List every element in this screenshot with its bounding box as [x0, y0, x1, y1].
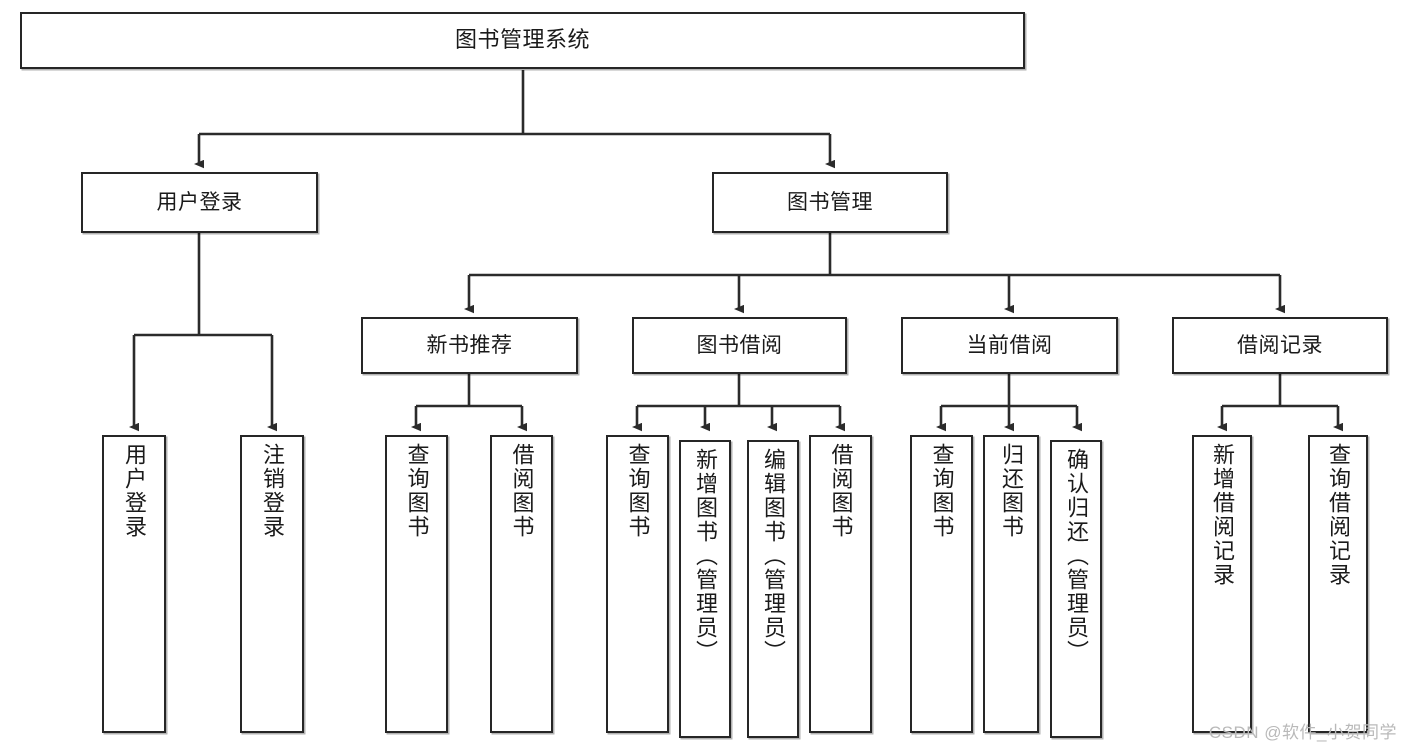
leaf-confirm-return-admin[interactable]: 确认归还（管理员）: [1050, 440, 1102, 738]
node-label: 借阅图书: [828, 443, 854, 539]
node-current-borrow[interactable]: 当前借阅: [901, 317, 1118, 374]
node-book-management[interactable]: 图书管理: [712, 172, 948, 233]
leaf-query-book-recommend[interactable]: 查询图书: [385, 435, 448, 733]
node-label: 借阅图书: [509, 443, 535, 539]
node-label: 归还图书: [999, 443, 1024, 539]
leaf-borrow-book-recommend[interactable]: 借阅图书: [490, 435, 553, 733]
node-label: 查询图书: [929, 443, 955, 539]
leaf-user-login[interactable]: 用户登录: [102, 435, 166, 733]
leaf-query-book-borrow[interactable]: 查询图书: [606, 435, 669, 733]
node-label: 注销登录: [260, 443, 285, 539]
node-book-borrow[interactable]: 图书借阅: [632, 317, 847, 374]
node-root-system[interactable]: 图书管理系统: [20, 12, 1025, 69]
node-label: 新书推荐: [426, 333, 513, 357]
node-label: 图书借阅: [696, 333, 783, 357]
leaf-borrow-book[interactable]: 借阅图书: [809, 435, 872, 733]
node-label: 确认归还（管理员）: [1064, 448, 1089, 664]
node-label: 图书管理: [787, 190, 873, 214]
node-label: 查询借阅记录: [1326, 443, 1351, 587]
node-borrow-record[interactable]: 借阅记录: [1172, 317, 1388, 374]
node-label: 新增图书（管理员）: [693, 448, 718, 664]
leaf-query-borrow-record[interactable]: 查询借阅记录: [1308, 435, 1368, 733]
leaf-edit-book-admin[interactable]: 编辑图书（管理员）: [747, 440, 799, 738]
node-label: 借阅记录: [1237, 333, 1323, 357]
node-new-book-recommend[interactable]: 新书推荐: [361, 317, 578, 374]
node-label: 当前借阅: [966, 333, 1053, 357]
node-label: 编辑图书（管理员）: [761, 448, 786, 664]
csdn-watermark: CSDN @软件_小贺同学: [1208, 723, 1397, 742]
leaf-add-borrow-record[interactable]: 新增借阅记录: [1192, 435, 1252, 733]
node-label: 新增借阅记录: [1210, 443, 1235, 587]
leaf-query-book-current[interactable]: 查询图书: [910, 435, 973, 733]
leaf-logout-login[interactable]: 注销登录: [240, 435, 304, 733]
leaf-add-book-admin[interactable]: 新增图书（管理员）: [679, 440, 731, 738]
leaf-return-book[interactable]: 归还图书: [983, 435, 1039, 733]
node-label: 用户登录: [156, 190, 243, 214]
node-user-login[interactable]: 用户登录: [81, 172, 318, 233]
node-label: 用户登录: [122, 443, 147, 539]
node-label: 图书管理系统: [454, 27, 590, 53]
node-label: 查询图书: [625, 443, 651, 539]
node-label: 查询图书: [404, 443, 430, 539]
